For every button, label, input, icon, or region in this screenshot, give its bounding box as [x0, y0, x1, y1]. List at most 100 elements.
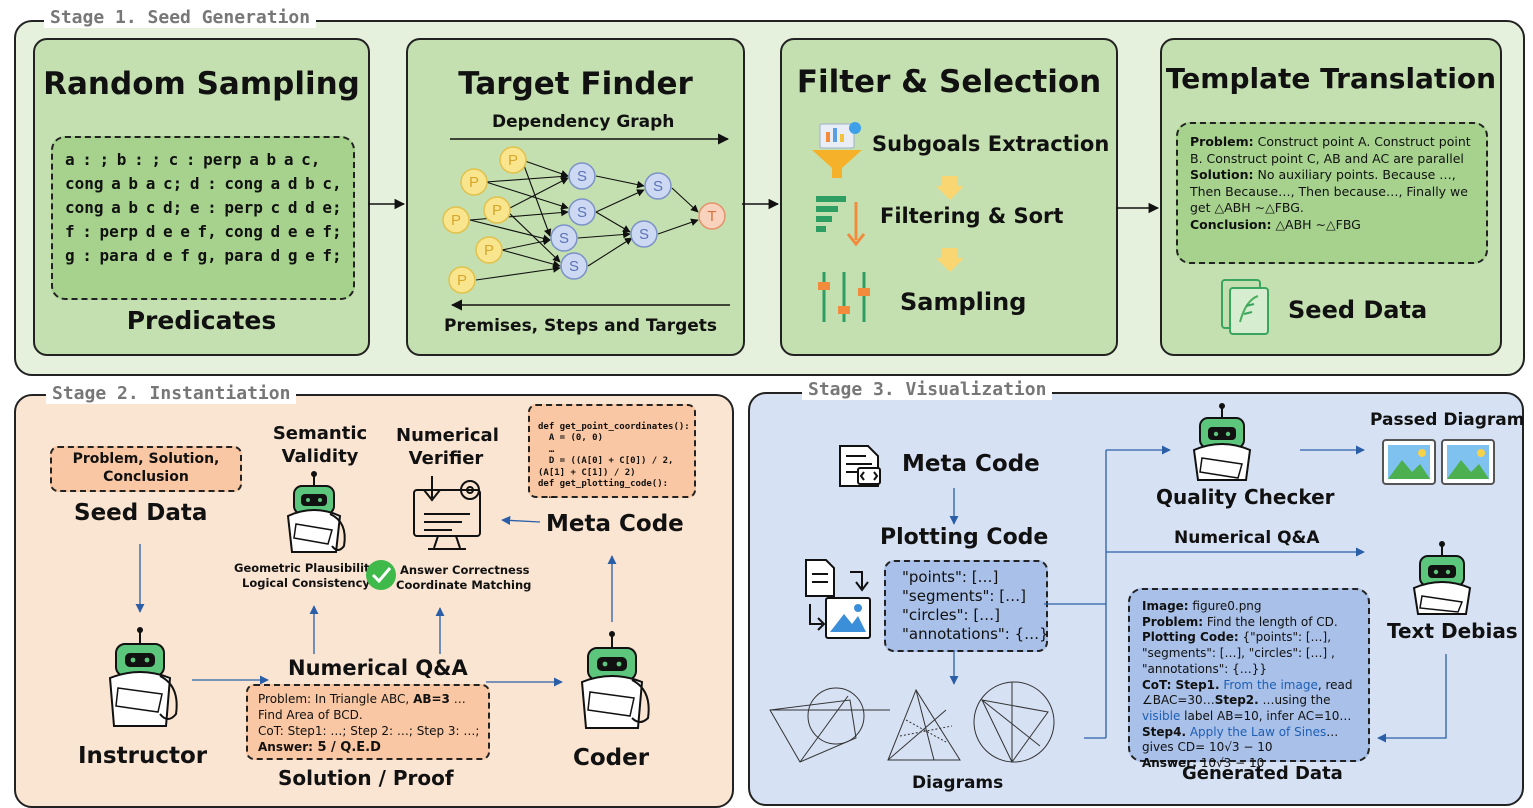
node-s-letter: S [577, 168, 587, 185]
node-s-letter: S [559, 230, 569, 247]
gen-problem-value: Find the length of CD. [1203, 614, 1338, 629]
solution-answer-value: 5 / Q.E.D [312, 740, 381, 755]
plotting-code-label: Plotting Code [880, 525, 1049, 550]
check-geometric-plausibility: Geometric Plausibility [234, 561, 378, 575]
check-icon [366, 560, 396, 590]
seed-data-box-text: Problem, Solution, Conclusion [72, 451, 220, 485]
gen-cot-t2: …using the [1258, 693, 1331, 708]
passed-diagram-label: Passed Diagram [1370, 410, 1525, 430]
numerical-verifier-label: Numerical Verifier [396, 425, 499, 469]
gen-cot-blue3: Apply the Law of Sines [1186, 724, 1327, 739]
random-sampling-panel: Random Sampling a : ; b : ; c : perp a b… [33, 38, 370, 356]
plot-item-points: "points": […] [902, 568, 999, 586]
sort-icon [816, 196, 866, 247]
template-problem-text: Construct point A. Construct point B. Co… [1190, 134, 1471, 166]
template-text: Problem: Construct point A. Construct po… [1190, 134, 1480, 233]
coder-label: Coder [573, 745, 650, 771]
code-line: def get_point_coordinates(): [538, 421, 690, 432]
check-coordinate-matching: Coordinate Matching [396, 578, 532, 592]
document-icon [1221, 279, 1269, 335]
solution-problem-text: Problem: In Triangle ABC, [258, 692, 414, 706]
node-s-letter: S [569, 258, 579, 275]
stage2-title: Stage 2. Instantiation [46, 384, 297, 404]
node-s-letter: S [639, 226, 649, 243]
gen-answer-value: 10√3 − 10 [1196, 756, 1265, 771]
template-translation-panel: Template Translation Problem: Construct … [1160, 38, 1502, 356]
stage2-numerical-qa-label: Numerical Q&A [288, 656, 468, 680]
diagrams-label: Diagrams [912, 773, 1004, 793]
gen-cot-t3: label AB=10, infer AC=10… [1180, 708, 1352, 723]
gen-cot-t4: …gives CD= 10√3 − 10 [1142, 724, 1339, 755]
template-solution-text: No auxiliary points. Because …, Then Bec… [1190, 167, 1468, 215]
instructor-label: Instructor [78, 743, 208, 769]
quality-checker-label: Quality Checker [1156, 485, 1335, 509]
meta-code-snippet: def get_point_coordinates(): A = (0, 0) … [538, 410, 690, 502]
down-arrow-icon [936, 248, 964, 272]
plot-item-segments: "segments": […] [902, 587, 1026, 605]
sampling-label: Sampling [900, 288, 1027, 316]
robot-icon [108, 627, 178, 727]
generated-data-text: Image: figure0.png Problem: Find the len… [1142, 599, 1364, 772]
predicates-box: a : ; b : ; c : perp a b a c, cong a b a… [51, 136, 355, 300]
geometry-diagram-2 [887, 688, 961, 761]
generated-data-box: Image: figure0.png Problem: Find the len… [1128, 588, 1370, 770]
code-line: A = (0, 0) [538, 433, 604, 443]
random-sampling-title: Random Sampling [43, 66, 360, 102]
robot-icon [580, 631, 650, 729]
stage1-title: Stage 1. Seed Generation [44, 8, 317, 28]
robot-icon [1412, 541, 1472, 615]
gen-cot-blue2: visible [1142, 708, 1181, 723]
solution-problem-bold: AB=3 [413, 692, 450, 706]
solution-answer-label: Answer: [258, 740, 313, 754]
stage2-meta-code-label: Meta Code [546, 511, 684, 537]
node-s-letter: S [577, 204, 587, 221]
down-arrow-icon [936, 176, 964, 200]
robot-icon [286, 471, 346, 553]
node-p-letter: P [457, 272, 467, 289]
graph-node-p [442, 146, 527, 294]
plotting-code-box: "points": […] "segments": […] "circles":… [884, 560, 1049, 652]
check-answer-correctness: Answer Correctness [400, 563, 530, 577]
generated-data-label: Generated Data [1182, 763, 1343, 784]
premises-label: Premises, Steps and Targets [444, 316, 718, 336]
template-conclusion-text: △ABH ∼△FBG [1271, 216, 1361, 232]
target-finder-title: Target Finder [458, 66, 693, 102]
semantic-validity-label: Semantic Validity [272, 423, 368, 467]
code-line: … [538, 444, 555, 455]
seed-data-label: Seed Data [1288, 296, 1428, 324]
image-icon [1441, 439, 1495, 485]
funnel-icon [812, 122, 862, 178]
node-p-letter: P [492, 202, 502, 219]
solution-proof-label: Solution / Proof [278, 766, 454, 790]
gen-plot-value: {"points": […], "segments": […], "circle… [1142, 630, 1335, 676]
gen-cot-t1: , read ∠BAC=30… [1142, 677, 1353, 708]
node-p-letter: P [451, 212, 461, 229]
template-solution-label: Solution: [1190, 167, 1254, 182]
filtering-sort-label: Filtering & Sort [880, 204, 1064, 228]
file-to-image-icon [805, 559, 871, 639]
stage3-numerical-qa-label: Numerical Q&A [1174, 528, 1320, 548]
gen-plot-label: Plotting Code: [1142, 630, 1239, 645]
stage2-seed-label: Seed Data [74, 500, 208, 526]
code-line: def get_plotting_code(): [538, 479, 669, 489]
code-line: … [538, 490, 555, 501]
gen-answer-label: Answer: [1142, 756, 1197, 771]
node-s-letter: S [653, 178, 663, 195]
template-conclusion-label: Conclusion: [1190, 216, 1272, 232]
plot-item-circles: "circles": […] [902, 606, 1001, 624]
graph-node-letters: P P P P P P S S S S S S T [451, 152, 717, 289]
image-icon [1382, 439, 1436, 485]
predicates-label: Predicates [126, 306, 277, 335]
gen-cot-label: CoT: Step1. [1142, 677, 1220, 692]
code-line: (A[1] + C[1]) / 2) [538, 467, 636, 478]
arrow-metacode-to-verifier [501, 515, 541, 525]
plot-item-annotations: "annotations": {…} [902, 625, 1049, 643]
gen-image-label: Image: [1142, 599, 1189, 613]
gen-cot-blue1: From the image [1219, 677, 1318, 692]
gen-cot-step2: Step2. [1214, 693, 1259, 708]
node-t-letter: T [707, 208, 716, 225]
stage3-meta-code-label: Meta Code [902, 451, 1040, 477]
stage3-title: Stage 3. Visualization [802, 380, 1053, 400]
solution-box: Problem: In Triangle ABC, AB=3 … Find Ar… [246, 684, 490, 760]
